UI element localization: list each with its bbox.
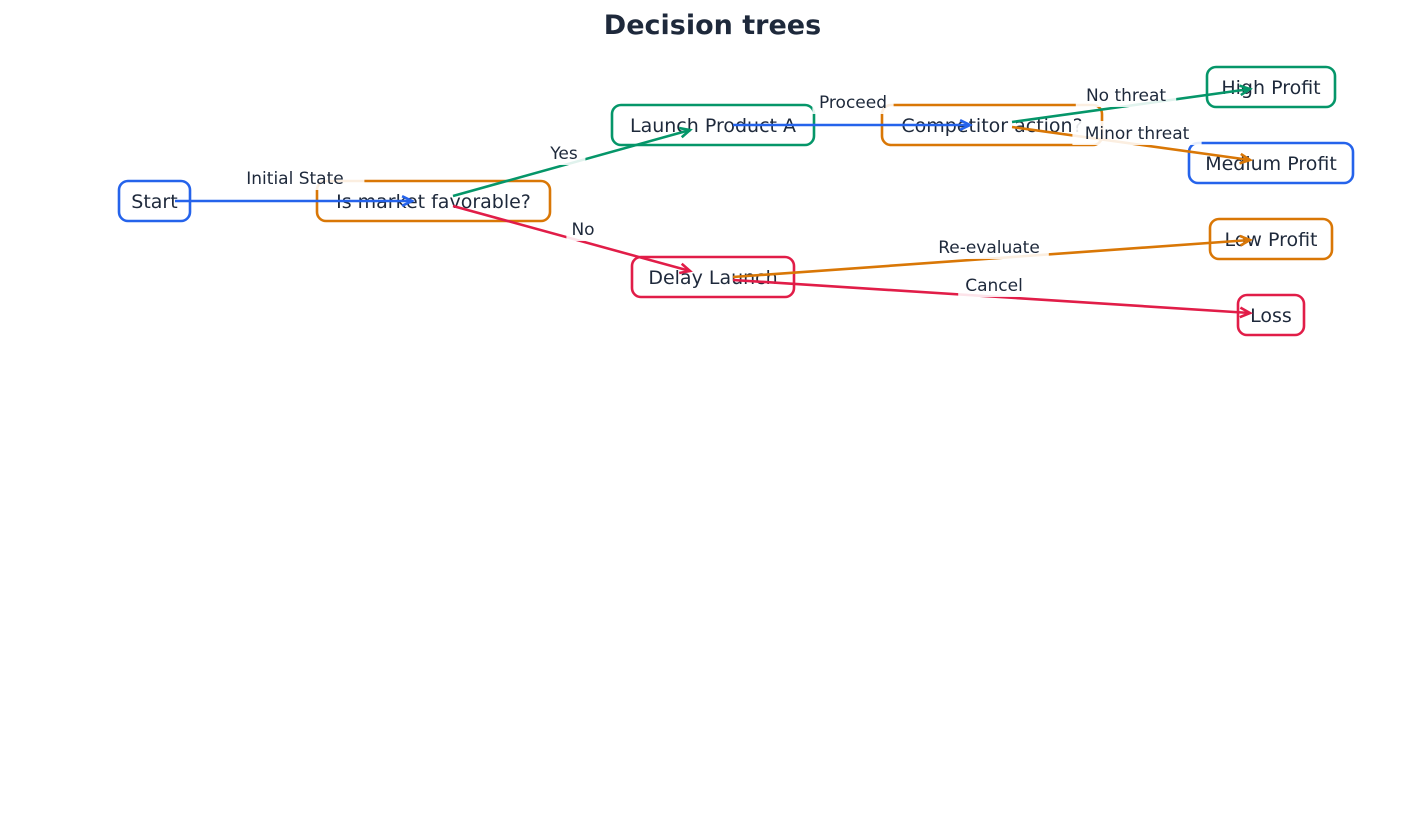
edge-label-text: Initial State	[246, 169, 343, 189]
edge-label-background	[1075, 83, 1177, 107]
edge-launch-competitor	[733, 119, 973, 131]
edge-label-background	[542, 141, 586, 165]
edge-label-text: Proceed	[819, 93, 887, 113]
edge-label: No	[566, 217, 600, 241]
node-loss: Loss	[1236, 293, 1306, 337]
node-label: Delay Launch	[648, 267, 777, 289]
node-box	[1208, 217, 1334, 261]
arrowhead-icon	[1239, 234, 1253, 247]
diagram-title: Decision trees	[603, 10, 822, 41]
node-label: High Profit	[1221, 77, 1320, 99]
edge-label-background	[958, 273, 1030, 297]
node-box	[1236, 293, 1306, 337]
edge-label: Proceed	[812, 90, 894, 114]
edge-label-text: Cancel	[965, 276, 1023, 296]
edge-label-background	[929, 235, 1049, 259]
edge-label-background	[566, 217, 600, 241]
edge-label-text: No threat	[1086, 86, 1166, 106]
arrowhead-icon	[401, 195, 415, 207]
node-label: Low Profit	[1224, 229, 1317, 251]
edge-label: Re-evaluate	[929, 235, 1049, 259]
edge-label: Initial State	[225, 166, 365, 190]
edge-label: No threat	[1075, 83, 1177, 107]
node-high: High Profit	[1205, 65, 1337, 109]
edge-label-text: Re-evaluate	[938, 238, 1040, 258]
arrowhead-icon	[678, 126, 693, 139]
node-label: Start	[131, 191, 177, 213]
edge-label-text: Minor threat	[1085, 124, 1190, 144]
node-label: Loss	[1250, 305, 1292, 327]
edge-label-text: Yes	[549, 144, 578, 164]
node-box	[1205, 65, 1337, 109]
arrowhead-icon	[1239, 306, 1253, 319]
arrowhead-icon	[1239, 84, 1253, 97]
node-medium: Medium Profit	[1187, 141, 1355, 185]
edge-start-market	[175, 195, 415, 207]
edge-label: Cancel	[958, 273, 1030, 297]
edge-label-background	[1072, 121, 1202, 145]
node-low: Low Profit	[1208, 217, 1334, 261]
node-market: Is market favorable?	[315, 179, 552, 223]
edge-label-text: No	[571, 220, 594, 240]
edge-label-background	[812, 90, 894, 114]
node-launch: Launch Product A	[610, 103, 816, 147]
node-label: Is market favorable?	[336, 191, 531, 213]
edge-label: Yes	[542, 141, 586, 165]
arrowhead-icon	[1239, 152, 1253, 165]
edge-label: Minor threat	[1072, 121, 1202, 145]
arrowhead-icon	[678, 262, 693, 275]
edge-label-background	[225, 166, 365, 190]
node-box	[1187, 141, 1355, 185]
node-label: Launch Product A	[630, 115, 796, 137]
arrowhead-icon	[959, 119, 973, 131]
